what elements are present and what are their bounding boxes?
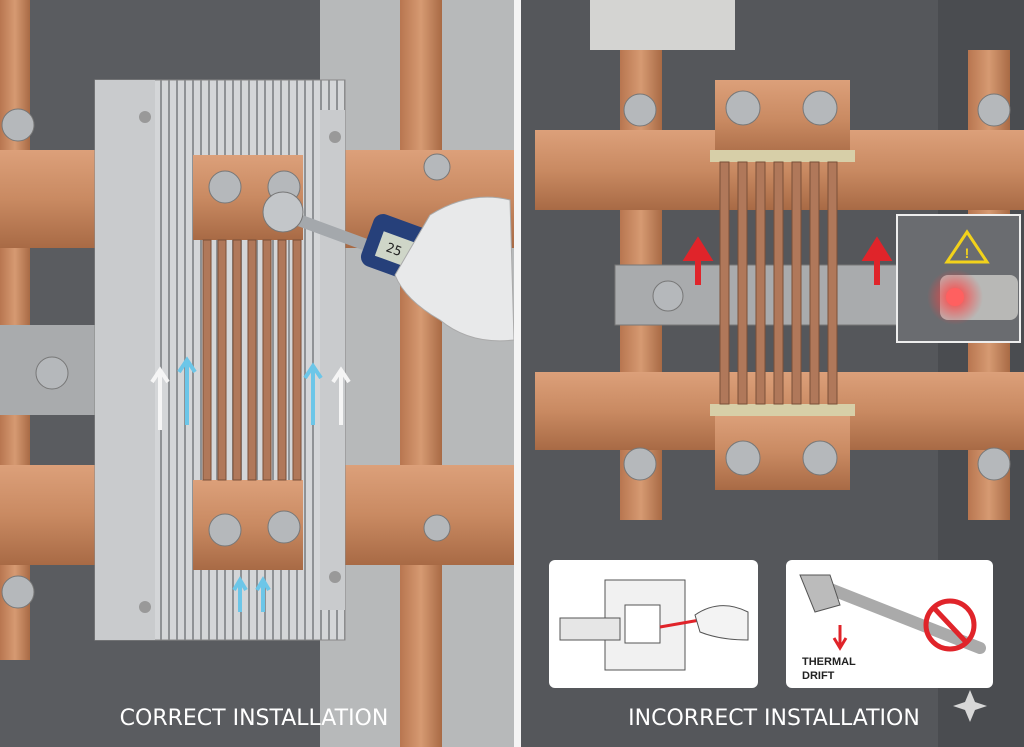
arrow-up-icon bbox=[177, 356, 197, 425]
arrow-up-icon bbox=[331, 366, 351, 425]
left-panel-correct: 25 CORRECT INSTALLATION bbox=[0, 0, 515, 747]
sparkle-icon bbox=[953, 690, 987, 722]
svg-text:!: ! bbox=[965, 245, 970, 261]
drift-label: DRIFT bbox=[802, 670, 835, 682]
arrow-up-icon bbox=[255, 576, 271, 612]
arrow-up-icon bbox=[861, 236, 893, 261]
heat-arrows bbox=[682, 236, 893, 285]
label-plate bbox=[590, 0, 735, 50]
thermal-label: THERMAL bbox=[802, 656, 856, 668]
bolt bbox=[423, 514, 451, 542]
warning-icon bbox=[944, 229, 990, 264]
right-panel-incorrect: ! THERMAL DRIFT INCORRECT INSTALLATION bbox=[521, 0, 1024, 747]
gloved-hand bbox=[694, 605, 749, 641]
bolt bbox=[977, 447, 1011, 481]
hotspot-warning-inset: ! bbox=[896, 214, 1021, 343]
bolt bbox=[802, 90, 838, 126]
arrow-up-icon bbox=[232, 576, 248, 612]
arrow-up-icon bbox=[150, 366, 170, 430]
bolt bbox=[423, 153, 451, 181]
torque-wrench: 25 bbox=[262, 191, 515, 342]
panel-divider bbox=[514, 0, 521, 747]
bolt bbox=[652, 280, 684, 312]
vertical-busbar bbox=[400, 0, 442, 747]
airflow-arrows bbox=[150, 356, 351, 612]
wrench-icon bbox=[814, 579, 986, 654]
caption-correct-installation: CORRECT INSTALLATION bbox=[120, 706, 389, 731]
bolt bbox=[725, 440, 761, 476]
bolt bbox=[1, 108, 35, 142]
gloved-hand bbox=[394, 196, 515, 342]
torque-value: 25 bbox=[384, 241, 404, 260]
bolt bbox=[35, 356, 69, 390]
bolt bbox=[208, 513, 242, 547]
prohibited-icon bbox=[923, 598, 977, 652]
bolt bbox=[623, 93, 657, 127]
bolt bbox=[977, 93, 1011, 127]
bolt bbox=[267, 510, 301, 544]
inset-wrench-prohibited: THERMAL DRIFT bbox=[786, 560, 993, 688]
arrow-up-icon bbox=[682, 236, 714, 261]
bolt bbox=[623, 447, 657, 481]
bolt bbox=[802, 440, 838, 476]
arrow-up-icon bbox=[303, 362, 323, 425]
inset-loose-connection bbox=[549, 560, 758, 688]
bolt bbox=[725, 90, 761, 126]
bolt bbox=[1, 575, 35, 609]
shunt-resistor bbox=[710, 80, 855, 490]
arrow-down-icon bbox=[832, 625, 848, 651]
caption-incorrect-installation: INCORRECT INSTALLATION bbox=[628, 706, 920, 731]
bolt bbox=[208, 170, 242, 204]
